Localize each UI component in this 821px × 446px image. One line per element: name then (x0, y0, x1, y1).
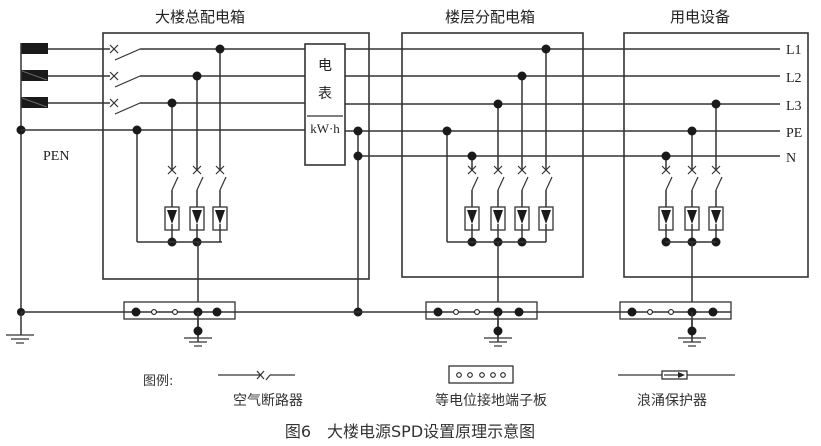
pe-label: PE (786, 126, 802, 141)
spd-branch (514, 71, 530, 247)
terminal-dot (433, 307, 443, 317)
terminal-hole (668, 309, 674, 315)
junction-dot (167, 98, 177, 108)
equipment-box (623, 32, 809, 278)
terminal-hole (151, 309, 157, 315)
legend-terminal-board-label: 等电位接地端子板 (435, 392, 547, 409)
spd-branch (189, 71, 205, 247)
junction-dot (192, 71, 202, 81)
pen-label: PEN (43, 149, 69, 164)
terminal-dot (627, 307, 637, 317)
junction-dot (517, 71, 527, 81)
terminal-hole (647, 309, 653, 315)
spd-branch (464, 151, 480, 247)
l2-label: L2 (786, 71, 802, 86)
terminal-dot (514, 307, 524, 317)
terminal-dot (131, 307, 141, 317)
terminal-dot (212, 307, 222, 317)
ground-icon (6, 312, 34, 344)
main-breaker-l1 (109, 44, 141, 61)
legend-breaker-symbol (218, 370, 295, 381)
terminal-hole (474, 309, 480, 315)
equipotential-terminal-board (123, 301, 236, 347)
spd-branch (538, 44, 554, 242)
legend-spd-symbol (618, 370, 735, 380)
source-terminal-l1 (21, 43, 48, 54)
l1-label: L1 (786, 43, 802, 58)
source-terminals (21, 43, 48, 108)
junction-dot (493, 326, 503, 336)
legend-terminal-board-symbol (448, 365, 514, 384)
junction-dot (661, 151, 671, 161)
junction-dot (215, 44, 225, 54)
equipment-box-title: 用电设备 (670, 8, 730, 26)
meter-unit: kW·h (310, 121, 340, 136)
spd-branch (212, 44, 228, 242)
main-box-title: 大楼总配电箱 (155, 8, 245, 26)
floor-distribution-box (401, 32, 584, 278)
terminal-hole (453, 309, 459, 315)
l3-label: L3 (786, 99, 802, 114)
spd-branch (658, 151, 674, 247)
junction-dot (541, 44, 551, 54)
equipotential-terminal-board (619, 301, 732, 347)
junction-dot (687, 326, 697, 336)
legend-spd-label: 浪涌保护器 (637, 393, 707, 409)
junction-dot (711, 99, 721, 109)
legend-title: 图例: (143, 374, 173, 389)
main-breaker-l3 (109, 98, 141, 115)
figure-caption: 图6 大楼电源SPD设置原理示意图 (285, 422, 535, 441)
spd-branch (490, 99, 506, 247)
meter-label-2: 表 (318, 86, 332, 102)
spd-branch (164, 98, 180, 247)
terminal-hole (172, 309, 178, 315)
main-breaker-l2 (109, 71, 141, 88)
meter-label-1: 电 (318, 58, 332, 74)
junction-dot (467, 151, 477, 161)
equipotential-terminal-board (425, 301, 538, 347)
n-label: N (786, 151, 796, 166)
junction-dot (493, 99, 503, 109)
spd-branch (684, 126, 700, 247)
legend-breaker-label: 空气断路器 (233, 393, 303, 409)
terminal-dot (708, 307, 718, 317)
junction-dot (193, 326, 203, 336)
floor-box-title: 楼层分配电箱 (445, 8, 535, 26)
spd-branch (708, 99, 724, 247)
junction-dot (687, 126, 697, 136)
